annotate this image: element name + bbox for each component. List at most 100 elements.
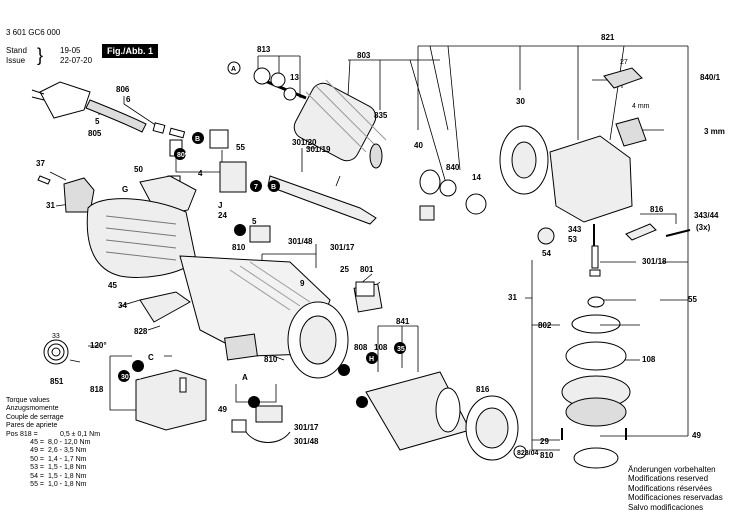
part-label: 301/48 — [288, 237, 313, 246]
part-label: 24 — [218, 211, 227, 220]
part-label: 53 — [568, 235, 577, 244]
part-label: 37 — [36, 159, 45, 168]
part-label: J — [218, 201, 222, 210]
torque-pos: 55 = — [30, 481, 44, 489]
torque-row: 49 =2,6 - 3,5 Nm — [6, 447, 100, 455]
issue-value: 22-07-20 — [60, 56, 93, 65]
part-label: 25 — [340, 265, 349, 274]
dimension-label: 27 — [620, 59, 628, 66]
part-label: 301/17 — [294, 423, 319, 432]
part-label: 45 — [108, 281, 117, 290]
torque-value: 2,6 - 3,5 Nm — [48, 447, 87, 455]
dimension-label: 4 mm — [632, 103, 650, 110]
part-label: (3x) — [696, 223, 711, 232]
part-label: 14 — [472, 173, 481, 182]
callout-label: A — [231, 66, 236, 73]
part-label: 34 — [118, 301, 127, 310]
torque-table: Torque values Anzugsmomente Couple de se… — [6, 397, 100, 489]
part-label: 120° — [90, 341, 107, 350]
torque-pos: 53 = — [30, 464, 44, 472]
part-label: 821 — [601, 33, 615, 42]
mains-plug-shape — [39, 81, 91, 119]
callout-label: 828/04 — [517, 450, 539, 457]
part-label: 49 — [218, 405, 227, 414]
part-label: 840 — [446, 163, 460, 172]
part-label: 805 — [88, 129, 102, 138]
note-line: Modificaciones reservadas — [628, 493, 723, 503]
part-label: 13 — [290, 73, 299, 82]
part-label: 54 — [542, 249, 551, 258]
torque-label: Pares de apriete — [6, 422, 58, 430]
part-label: 4 — [198, 169, 203, 178]
note-line: Modifications réservées — [628, 483, 713, 493]
part-label: 108 — [642, 355, 656, 364]
part-label: 343 — [568, 225, 582, 234]
part-label: 816 — [650, 205, 664, 214]
torque-row: 55 = 1,0 - 1,8 Nm — [6, 481, 100, 489]
issue-label: Issue — [6, 56, 26, 65]
torque-pos: 54 = — [30, 472, 44, 480]
torque-label: Anzugsmomente — [6, 405, 59, 413]
part-label: 55 — [236, 143, 245, 152]
part-label: 840/1 — [700, 73, 721, 82]
torque-pos: 45 = — [30, 439, 44, 447]
torque-row: 54 = 1,5 - 1,8 Nm — [6, 473, 100, 481]
torque-value: 1,0 - 1,8 Nm — [48, 481, 87, 489]
callout-label: 7 — [254, 184, 258, 191]
part-label: 49 — [692, 431, 701, 440]
parts — [31, 67, 691, 469]
part-label: 6 — [126, 95, 131, 104]
callout-label: 809 — [177, 152, 189, 159]
torque-value: 8,0 - 12,0 Nm — [48, 439, 91, 447]
part-label: 810 — [264, 355, 278, 364]
note-line: Änderungen vorbehalten — [628, 465, 716, 474]
torque-value: 0,5 ± 0,1 Nm — [60, 430, 101, 438]
torque-value: 1,4 - 1,7 Nm — [48, 455, 87, 463]
part-label: 301/19 — [306, 145, 331, 154]
part-label: 301/18 — [642, 257, 667, 266]
stand-label: Stand — [6, 46, 27, 55]
part-label: 31 — [508, 293, 517, 302]
callout-label: 35 — [397, 346, 405, 353]
note-line: Modifications reserved — [628, 474, 709, 484]
revision-brace: } — [37, 45, 44, 65]
note-line: Salvo modificaciones — [628, 502, 704, 512]
part-label: 108 — [374, 343, 388, 352]
part-label: 816 — [476, 385, 490, 394]
callout-label: 301/17 — [121, 374, 143, 381]
modification-notes: Änderungen vorbehalten Modifications res… — [628, 465, 723, 512]
part-label: G — [122, 185, 128, 194]
part-label: 40 — [414, 141, 423, 150]
part-label: 301/48 — [294, 437, 319, 446]
part-number-labels: 813 803 821 806 6 13 5 805 835 A B 840/1… — [36, 33, 725, 460]
part-label: 29 — [540, 437, 549, 446]
torque-label: Couple de serrage — [6, 413, 64, 421]
torque-value: 1,5 - 1,8 Nm — [48, 464, 87, 472]
part-label: 808 — [354, 343, 368, 352]
torque-row: Pos 818 =0,5 ± 0,1 Nm — [6, 431, 100, 439]
part-label: 801 — [360, 265, 374, 274]
torque-value: 1,5 - 1,8 Nm — [48, 472, 87, 480]
stand-value: 19-05 — [60, 46, 81, 55]
callout-label: H — [369, 356, 374, 363]
part-label: C — [148, 353, 154, 362]
part-label: 5 — [95, 117, 100, 126]
torque-label: Torque values — [6, 397, 50, 404]
part-label: 851 — [50, 377, 64, 386]
part-label: 30 — [516, 97, 525, 106]
torque-pos: 50 = — [30, 455, 44, 463]
part-label: 818 — [90, 385, 104, 394]
part-label: 31 — [46, 201, 55, 210]
part-label: 343/44 — [694, 211, 719, 220]
callout-label: B — [271, 184, 276, 191]
part-label: 802 — [538, 321, 552, 330]
part-label: 813 — [257, 45, 271, 54]
callout-label: B — [195, 136, 200, 143]
part-label: 3 mm — [704, 127, 725, 136]
torque-row: 53 = 1,5 - 1,8 Nm — [6, 464, 100, 472]
part-label: 828 — [134, 327, 148, 336]
part-label: 810 — [540, 451, 554, 460]
part-label: 5 — [252, 217, 257, 226]
torque-row: 45 = 8,0 - 12,0 Nm — [6, 439, 100, 447]
